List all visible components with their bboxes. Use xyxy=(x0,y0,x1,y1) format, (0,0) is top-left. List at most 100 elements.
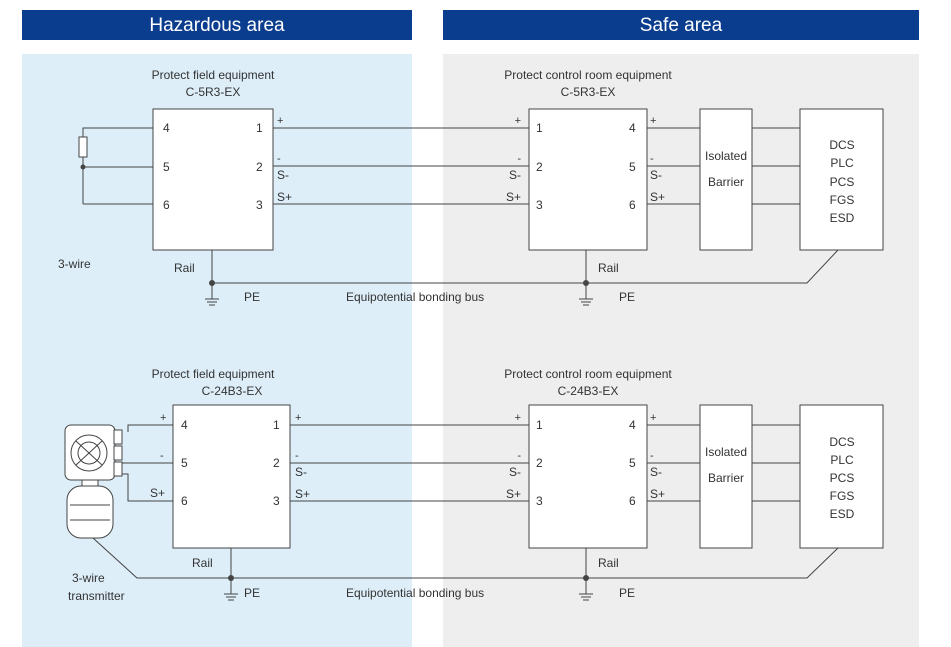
bottom-field-device-box xyxy=(172,404,291,549)
bottom-bus-label: Equipotential bonding bus xyxy=(346,586,484,600)
top-room-out-s-minus: S- xyxy=(650,168,662,182)
top-room-terminal-2: 2 xyxy=(536,160,543,174)
top-field-out-s-plus: S+ xyxy=(277,190,292,204)
top-isolated-barrier xyxy=(699,108,753,251)
top-junction-dot xyxy=(80,164,86,170)
bottom-system-plc: PLC xyxy=(830,453,854,467)
top-room-out-plus: + xyxy=(650,115,656,127)
top-system-esd: ESD xyxy=(830,211,855,225)
top-rail-left-label: Rail xyxy=(174,261,195,275)
bottom-transmitter-s-plus: S+ xyxy=(150,486,165,500)
bottom-system-dcs: DCS xyxy=(829,435,854,449)
bottom-room-terminal-2: 2 xyxy=(536,456,543,470)
top-field-terminal-4: 4 xyxy=(163,121,170,135)
top-room-terminal-6: 6 xyxy=(629,198,636,212)
bottom-room-terminal-4: 4 xyxy=(629,418,636,432)
top-room-out-s-plus: S+ xyxy=(650,190,665,204)
bottom-field-terminal-2: 2 xyxy=(273,456,280,470)
safe-area-title: Safe area xyxy=(640,15,723,36)
bottom-field-terminal-6: 6 xyxy=(181,494,188,508)
bottom-section: Protect field equipment C-24B3-EX Protec… xyxy=(64,367,884,603)
bottom-system-fgs: FGS xyxy=(830,489,855,503)
bottom-field-terminal-4: 4 xyxy=(181,418,188,432)
hazardous-area-title: Hazardous area xyxy=(149,15,285,36)
top-room-in-minus: - xyxy=(517,153,521,165)
bottom-room-out-minus: - xyxy=(650,450,654,462)
bottom-room-in-plus: + xyxy=(515,412,521,424)
bottom-room-out-s-plus: S+ xyxy=(650,487,665,501)
top-field-terminal-1: 1 xyxy=(256,121,263,135)
bottom-control-system-box xyxy=(799,404,884,549)
bottom-field-out-s-minus: S- xyxy=(295,465,307,479)
bottom-wiring-label-2: transmitter xyxy=(68,589,125,603)
top-room-in-plus: + xyxy=(515,115,521,127)
bottom-room-in-s-minus: S- xyxy=(509,465,521,479)
top-room-device-box xyxy=(528,108,648,251)
top-room-model: C-5R3-EX xyxy=(561,85,616,99)
top-field-title: Protect field equipment xyxy=(152,68,275,82)
top-system-fgs: FGS xyxy=(830,193,855,207)
bottom-field-terminal-1: 1 xyxy=(273,418,280,432)
bottom-room-in-minus: - xyxy=(517,450,521,462)
bottom-room-device-box xyxy=(528,404,648,549)
bottom-field-out-s-plus: S+ xyxy=(295,487,310,501)
top-barrier-line2: Barrier xyxy=(708,175,744,189)
bottom-field-out-plus: + xyxy=(295,412,301,424)
bottom-barrier-line1: Isolated xyxy=(705,445,747,459)
bottom-room-terminal-1: 1 xyxy=(536,418,543,432)
bottom-room-in-s-plus: S+ xyxy=(506,487,521,501)
bottom-field-terminal-3: 3 xyxy=(273,494,280,508)
bottom-room-model: C-24B3-EX xyxy=(558,384,619,398)
top-wiring-label: 3-wire xyxy=(58,257,91,271)
top-bus-label: Equipotential bonding bus xyxy=(346,290,484,304)
hazardous-area-header xyxy=(22,10,412,40)
bottom-pe-left-label: PE xyxy=(244,586,260,600)
top-pe-right-label: PE xyxy=(619,290,635,304)
bottom-system-esd: ESD xyxy=(830,507,855,521)
top-room-terminal-5: 5 xyxy=(629,160,636,174)
top-field-out-s-minus: S- xyxy=(277,168,289,182)
bottom-rail-left-label: Rail xyxy=(192,556,213,570)
bottom-system-pcs: PCS xyxy=(830,471,855,485)
top-field-model: C-5R3-EX xyxy=(186,85,241,99)
top-barrier-line1: Isolated xyxy=(705,149,747,163)
top-field-out-plus: + xyxy=(277,115,283,127)
bottom-room-terminal-6: 6 xyxy=(629,494,636,508)
top-field-out-minus: - xyxy=(277,153,281,165)
top-system-pcs: PCS xyxy=(830,175,855,189)
top-room-terminal-3: 3 xyxy=(536,198,543,212)
bottom-field-out-minus: - xyxy=(295,450,299,462)
top-field-terminal-2: 2 xyxy=(256,160,263,174)
bottom-wiring-label-1: 3-wire xyxy=(72,571,105,585)
top-system-dcs: DCS xyxy=(829,138,854,152)
top-room-out-minus: - xyxy=(650,153,654,165)
top-control-system-box xyxy=(799,108,884,251)
top-field-terminal-5: 5 xyxy=(163,160,170,174)
top-room-in-s-plus: S+ xyxy=(506,190,521,204)
top-room-title: Protect control room equipment xyxy=(504,68,672,82)
bottom-isolated-barrier xyxy=(699,404,753,549)
bottom-rail-right-label: Rail xyxy=(598,556,619,570)
safe-area-header xyxy=(443,10,919,40)
bottom-pe-right-label: PE xyxy=(619,586,635,600)
bottom-transmitter-minus: - xyxy=(160,450,164,462)
bottom-room-out-plus: + xyxy=(650,412,656,424)
top-room-terminal-4: 4 xyxy=(629,121,636,135)
bottom-room-out-s-minus: S- xyxy=(650,465,662,479)
bottom-barrier-line2: Barrier xyxy=(708,471,744,485)
top-section: Protect field equipment C-5R3-EX Protect… xyxy=(58,68,884,306)
bottom-field-title: Protect field equipment xyxy=(152,367,275,381)
bottom-field-terminal-5: 5 xyxy=(181,456,188,470)
bottom-transmitter-plus: + xyxy=(160,412,166,424)
top-field-terminal-3: 3 xyxy=(256,198,263,212)
bottom-room-title: Protect control room equipment xyxy=(504,367,672,381)
top-room-terminal-1: 1 xyxy=(536,121,543,135)
top-pe-left-label: PE xyxy=(244,290,260,304)
top-field-terminal-6: 6 xyxy=(163,198,170,212)
bottom-room-terminal-5: 5 xyxy=(629,456,636,470)
top-resistor-icon xyxy=(78,136,88,158)
top-system-plc: PLC xyxy=(830,156,854,170)
transmitter-icon xyxy=(64,424,123,539)
